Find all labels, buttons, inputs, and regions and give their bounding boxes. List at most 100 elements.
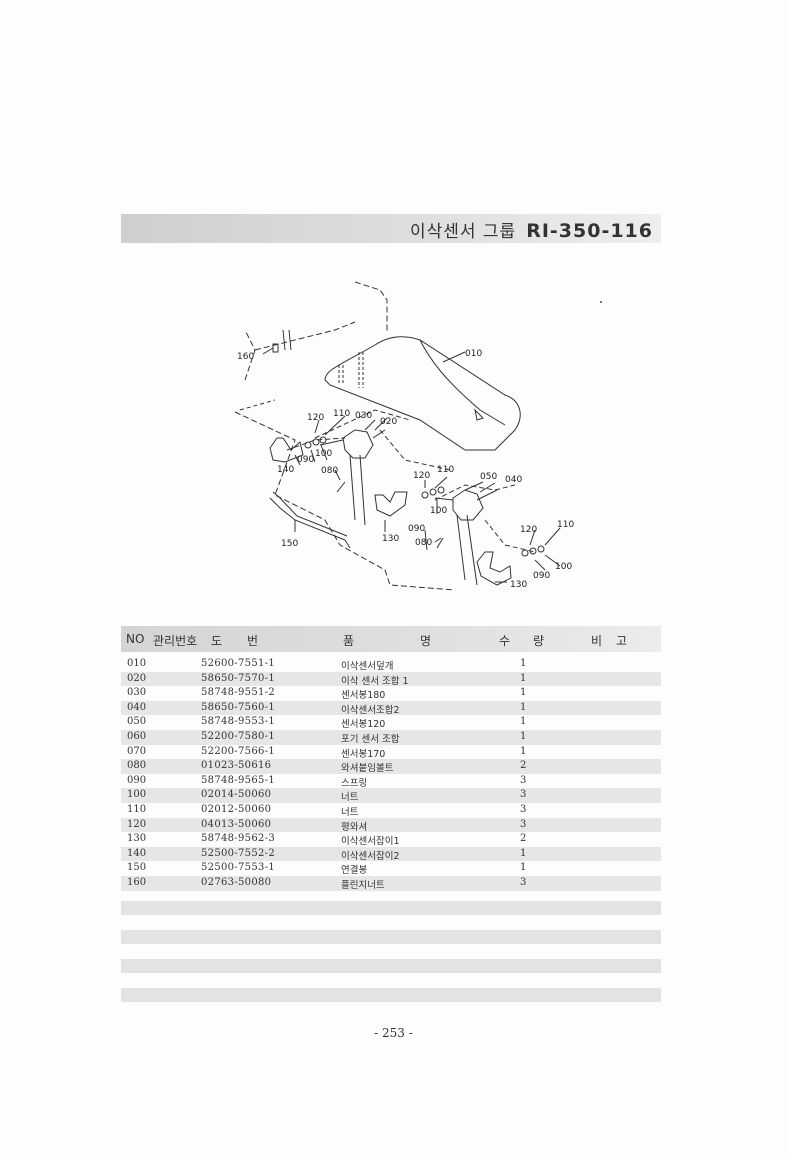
- part-no: 090: [127, 774, 147, 786]
- callout-130: 130: [382, 534, 399, 544]
- drawing-no: 02763-50080: [201, 876, 272, 888]
- callout-040: 040: [505, 475, 522, 485]
- header-drawing-a: 도: [211, 634, 223, 648]
- drawing-no: 58748-9553-1: [201, 716, 275, 728]
- exploded-parts-diagram: 160 010 120 110 030 020 140 090 100 080 …: [234, 281, 574, 591]
- quantity: 1: [520, 716, 527, 728]
- part-no: 070: [127, 745, 147, 757]
- drawing-no: 01023-50616: [201, 760, 272, 772]
- part-name: 이삭센서잡이2: [341, 850, 400, 862]
- part-no: 010: [127, 658, 147, 669]
- callout-090-b: 090: [408, 524, 425, 534]
- drawing-no: 52500-7552-2: [201, 847, 275, 859]
- quantity: 3: [520, 803, 527, 815]
- header-qty-b: 량: [533, 634, 545, 648]
- callout-090-c: 090: [533, 571, 550, 581]
- empty-row-band: [121, 959, 661, 973]
- quantity: 1: [520, 730, 527, 742]
- drawing-no: 58650-7570-1: [201, 672, 275, 684]
- empty-row-band: [121, 988, 661, 1002]
- table-row: 050 58748-9553-1 센서봉120 1: [121, 715, 661, 730]
- part-no: 160: [127, 876, 147, 888]
- callout-110-c: 110: [557, 520, 574, 530]
- callout-020: 020: [380, 417, 397, 427]
- drawing-no: 52200-7580-1: [201, 730, 275, 742]
- part-no: 040: [127, 701, 147, 713]
- callout-120-c: 120: [520, 525, 537, 535]
- callout-110: 110: [333, 409, 350, 419]
- part-name: 스프링: [341, 777, 368, 789]
- callout-080: 080: [321, 466, 338, 476]
- table-row: 090 58748-9565-1 스프링 3: [121, 774, 661, 789]
- part-name: 이삭센서조합2: [341, 704, 400, 716]
- header-name-b: 명: [420, 634, 432, 648]
- table-row: 100 02014-50060 너트 3: [121, 788, 661, 803]
- callout-150: 150: [281, 539, 298, 549]
- part-name: 이삭센서잡이1: [341, 836, 400, 848]
- part-no: 050: [127, 716, 147, 728]
- table-row: 070 52200-7566-1 센서봉170 1: [121, 745, 661, 760]
- callout-100: 100: [315, 449, 332, 459]
- quantity: 1: [520, 745, 527, 757]
- quantity: 2: [520, 833, 527, 845]
- empty-row-band: [121, 901, 661, 915]
- quantity: 3: [520, 774, 527, 786]
- callout-120: 120: [307, 413, 324, 423]
- part-name: 평와셔: [341, 821, 368, 833]
- quantity: 1: [520, 862, 527, 874]
- quantity: 1: [520, 672, 527, 684]
- header-no: NO: [126, 632, 145, 646]
- drawing-no: 02014-50060: [201, 789, 272, 801]
- part-name: 연결봉: [341, 865, 368, 877]
- drawing-no: 52200-7566-1: [201, 745, 275, 757]
- quantity: 3: [520, 876, 527, 888]
- section-header-bar: 이삭센서 그룹 RI-350-116: [121, 214, 661, 243]
- part-no: 100: [127, 789, 147, 801]
- part-name: 너트: [341, 806, 359, 818]
- group-title: 이삭센서 그룹: [409, 222, 517, 242]
- part-no: 120: [127, 818, 147, 830]
- callout-080-b: 080: [415, 538, 432, 548]
- quantity: 1: [520, 701, 527, 713]
- part-no: 140: [127, 847, 147, 859]
- parts-table-header: NO 관리번호 도 번 품 명 수 량 비 고: [121, 626, 661, 652]
- part-no: 080: [127, 760, 147, 772]
- callout-120-b: 120: [413, 471, 430, 481]
- callout-100-c: 100: [555, 562, 572, 572]
- drawing-no: 52500-7553-1: [201, 862, 275, 874]
- header-name-a: 품: [343, 634, 355, 648]
- drawing-no: 04013-50060: [201, 818, 272, 830]
- part-name: 포기 센서 조합: [341, 733, 400, 745]
- quantity: 3: [520, 818, 527, 830]
- model-code: RI-350-116: [526, 220, 653, 242]
- part-name: 이삭센서덮개: [341, 661, 394, 672]
- header-qty-a: 수: [499, 634, 511, 648]
- drawing-no: 58748-9562-3: [201, 833, 275, 845]
- quantity: 2: [520, 760, 527, 772]
- drawing-no: 58748-9565-1: [201, 774, 275, 786]
- part-name: 이삭 센서 조합 1: [341, 675, 409, 687]
- part-no: 030: [127, 687, 147, 699]
- part-no: 110: [127, 803, 147, 815]
- callout-030: 030: [355, 411, 372, 421]
- scan-speck: [600, 301, 602, 303]
- quantity: 1: [520, 658, 527, 669]
- table-row: 060 52200-7580-1 포기 센서 조합 1: [121, 729, 661, 745]
- quantity: 3: [520, 789, 527, 801]
- callout-160: 160: [237, 352, 254, 362]
- header-mgmt-no: 관리번호: [153, 634, 198, 648]
- part-name: 센서봉120: [341, 719, 386, 731]
- part-no: 060: [127, 730, 147, 742]
- part-name: 센서봉170: [341, 748, 386, 760]
- callout-050: 050: [480, 472, 497, 482]
- quantity: 1: [520, 847, 527, 859]
- part-name: 너트: [341, 792, 359, 804]
